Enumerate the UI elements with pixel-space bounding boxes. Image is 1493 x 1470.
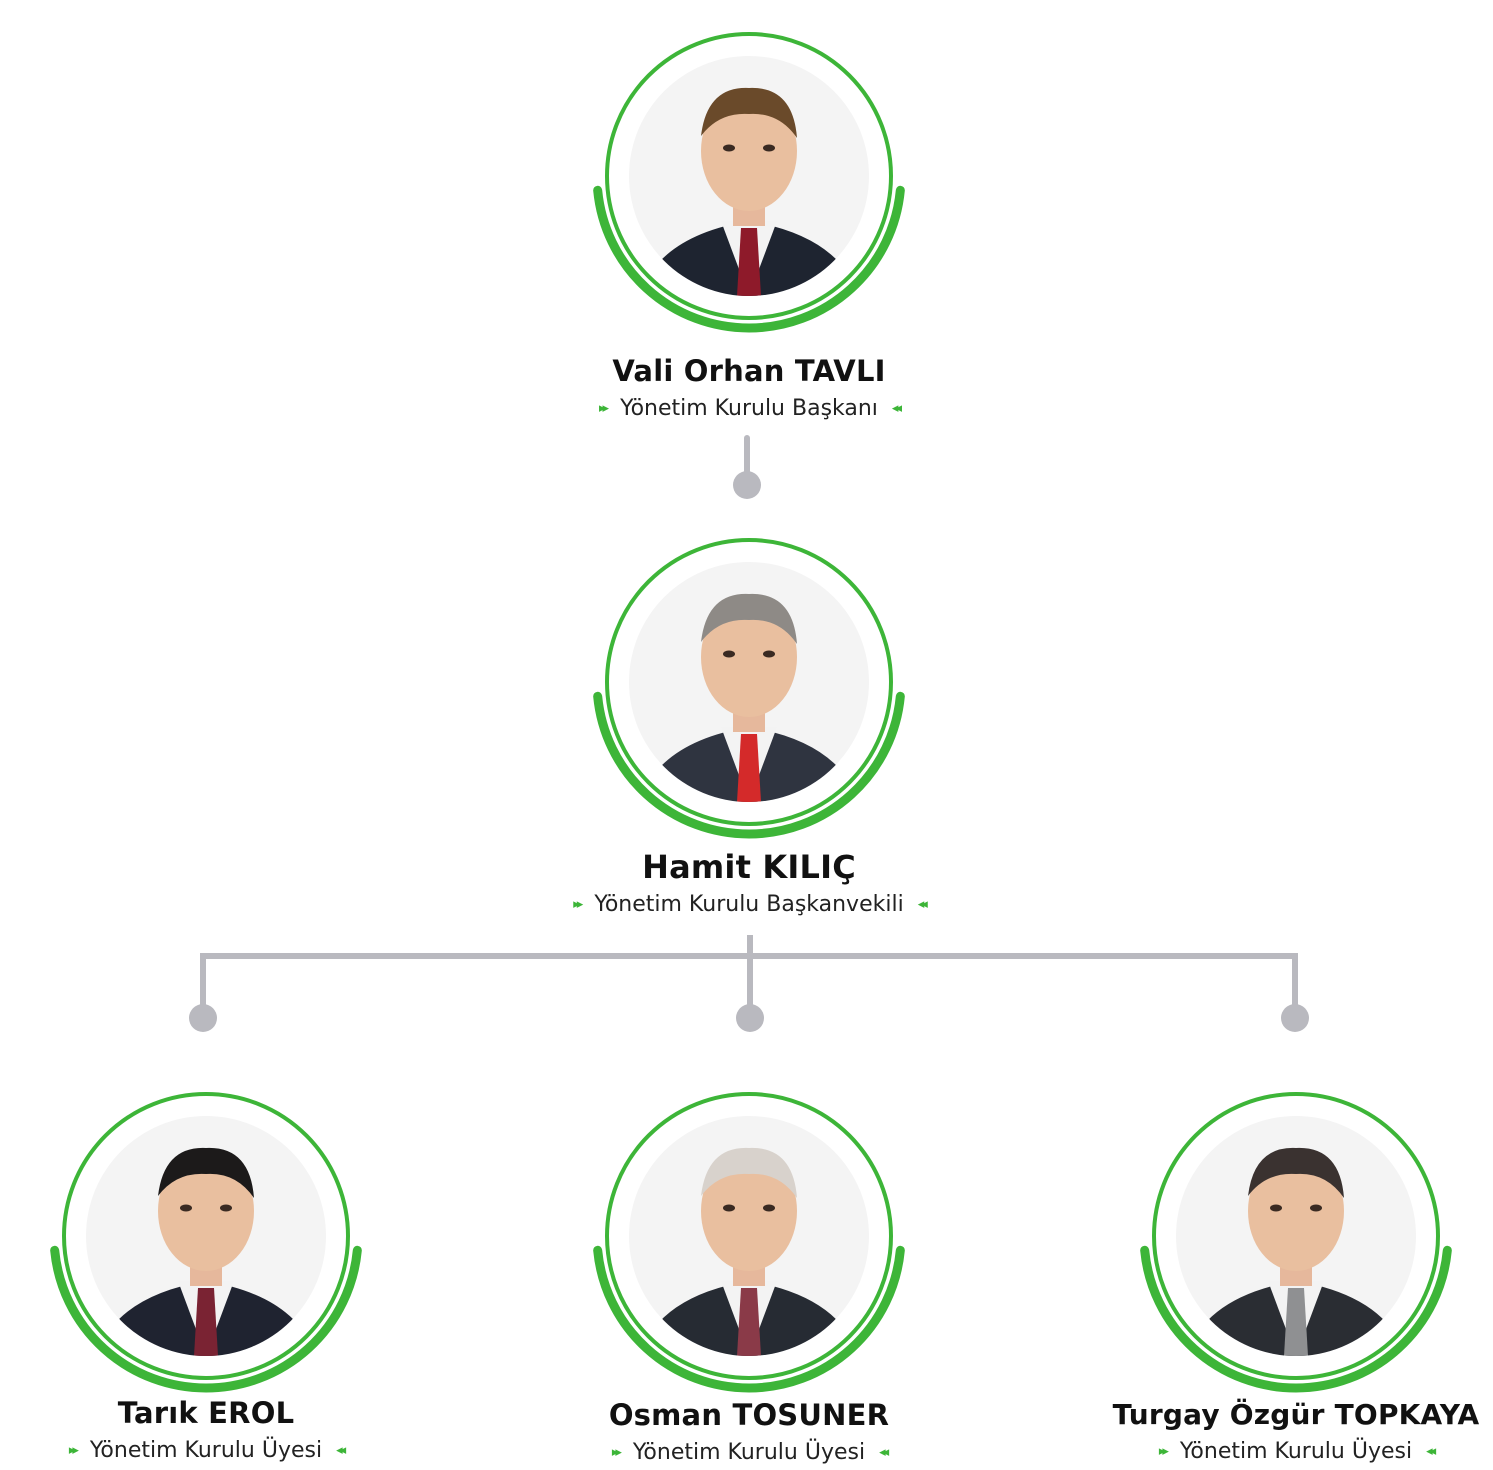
eye-left bbox=[180, 1204, 192, 1212]
ring-thin-arc bbox=[1152, 1092, 1440, 1380]
member-photo bbox=[1176, 1116, 1416, 1356]
member-role-text: Yönetim Kurulu Üyesi bbox=[1179, 1439, 1413, 1464]
member-role: ▸▸ Yönetim Kurulu Üyesi ◂◂ bbox=[1126, 1439, 1466, 1464]
hair bbox=[1248, 1147, 1344, 1198]
face bbox=[701, 1151, 797, 1271]
tie bbox=[1284, 1288, 1308, 1356]
eye-right bbox=[763, 650, 775, 658]
tie bbox=[737, 734, 761, 802]
hair bbox=[701, 593, 797, 644]
member-role-text: Yönetim Kurulu Başkanı bbox=[620, 396, 878, 421]
member-name: Osman TOSUNER bbox=[608, 1398, 890, 1432]
ring-frame bbox=[593, 1092, 905, 1393]
member-role-text: Yönetim Kurulu Başkanvekili bbox=[594, 892, 904, 917]
hair bbox=[158, 1147, 254, 1198]
ring-thick-arc bbox=[50, 1245, 362, 1393]
hair bbox=[701, 87, 797, 138]
face bbox=[1248, 1151, 1344, 1271]
member-role: ▸▸ Yönetim Kurulu Üyesi ◂◂ bbox=[36, 1438, 376, 1463]
portrait-silhouette-icon bbox=[639, 87, 859, 296]
arrow-left-icon: ◂◂ bbox=[336, 1443, 346, 1458]
tie bbox=[737, 1288, 761, 1356]
arrow-left-icon: ◂◂ bbox=[891, 401, 902, 416]
member-card-vice-chairman: Hamit KILIÇ ▸▸ Yönetim Kurulu Başkanveki… bbox=[573, 522, 928, 917]
member-name: Hamit KILIÇ bbox=[642, 848, 856, 886]
eye-right bbox=[1310, 1204, 1322, 1212]
member-role-text: Yönetim Kurulu Üyesi bbox=[632, 1440, 866, 1465]
member-card-member-1: Tarık EROL ▸▸ Yönetim Kurulu Üyesi ◂◂ bbox=[36, 1076, 376, 1463]
eye-right bbox=[763, 1204, 775, 1212]
eye-left bbox=[723, 650, 735, 658]
eye-left bbox=[723, 1204, 735, 1212]
portrait-ring bbox=[589, 1076, 909, 1396]
portrait-silhouette-icon bbox=[639, 593, 859, 802]
arrow-right-icon: ▸▸ bbox=[599, 401, 609, 416]
eye-left bbox=[723, 144, 735, 152]
ring-thick-arc bbox=[593, 691, 905, 839]
member-card-member-2: Osman TOSUNER ▸▸ Yönetim Kurulu Üyesi ◂◂ bbox=[579, 1076, 919, 1465]
arrow-right-icon: ▸▸ bbox=[611, 1445, 622, 1460]
tie bbox=[194, 1288, 218, 1356]
member-photo bbox=[629, 56, 869, 296]
hair bbox=[701, 1147, 797, 1198]
member-photo bbox=[629, 562, 869, 802]
face bbox=[158, 1151, 254, 1271]
ring-thin-arc bbox=[605, 538, 893, 826]
connector-dot-top bbox=[733, 471, 761, 499]
arrow-left-icon: ◂◂ bbox=[917, 897, 928, 912]
member-name: Vali Orhan TAVLI bbox=[612, 354, 886, 388]
eye-right bbox=[763, 144, 775, 152]
member-photo bbox=[86, 1116, 326, 1356]
tie bbox=[737, 228, 761, 296]
portrait-ring bbox=[589, 16, 909, 336]
ring-frame bbox=[50, 1092, 362, 1393]
ring-thick-arc bbox=[1140, 1245, 1452, 1393]
ring-thin-arc bbox=[62, 1092, 350, 1380]
portrait-ring bbox=[46, 1076, 366, 1396]
arrow-right-icon: ▸▸ bbox=[1158, 1444, 1169, 1459]
eye-right bbox=[220, 1204, 232, 1212]
portrait-silhouette-icon bbox=[1186, 1147, 1406, 1356]
arrow-right-icon: ▸▸ bbox=[68, 1443, 79, 1458]
connector-dot-center bbox=[736, 1004, 764, 1032]
eye-left bbox=[1270, 1204, 1282, 1212]
connector-dot-left bbox=[189, 1004, 217, 1032]
face bbox=[701, 597, 797, 717]
member-role: ▸▸ Yönetim Kurulu Başkanı ◂◂ bbox=[579, 396, 919, 421]
portrait-silhouette-icon bbox=[639, 1147, 859, 1356]
member-card-member-3: Turgay Özgür TOPKAYA ▸▸ Yönetim Kurulu Ü… bbox=[1113, 1076, 1479, 1464]
member-name: Tarık EROL bbox=[117, 1396, 295, 1430]
ring-thick-arc bbox=[593, 185, 905, 333]
ring-frame bbox=[593, 32, 905, 333]
arrow-right-icon: ▸▸ bbox=[573, 897, 583, 912]
member-role-text: Yönetim Kurulu Üyesi bbox=[89, 1438, 323, 1463]
member-role: ▸▸ Yönetim Kurulu Başkanvekili ◂◂ bbox=[573, 892, 928, 917]
ring-frame bbox=[593, 538, 905, 839]
arrow-left-icon: ◂◂ bbox=[1426, 1444, 1436, 1459]
member-role: ▸▸ Yönetim Kurulu Üyesi ◂◂ bbox=[579, 1440, 919, 1465]
ring-thin-arc bbox=[605, 1092, 893, 1380]
portrait-ring bbox=[589, 522, 909, 842]
member-name: Turgay Özgür TOPKAYA bbox=[1112, 1398, 1480, 1431]
portrait-ring bbox=[1136, 1076, 1456, 1396]
ring-thick-arc bbox=[593, 1245, 905, 1393]
ring-frame bbox=[1140, 1092, 1452, 1393]
member-card-chairman: Vali Orhan TAVLI ▸▸ Yönetim Kurulu Başka… bbox=[579, 16, 919, 421]
arrow-left-icon: ◂◂ bbox=[879, 1445, 889, 1460]
portrait-silhouette-icon bbox=[96, 1147, 316, 1356]
ring-thin-arc bbox=[605, 32, 893, 320]
face bbox=[701, 91, 797, 211]
connector-dot-right bbox=[1281, 1004, 1309, 1032]
member-photo bbox=[629, 1116, 869, 1356]
